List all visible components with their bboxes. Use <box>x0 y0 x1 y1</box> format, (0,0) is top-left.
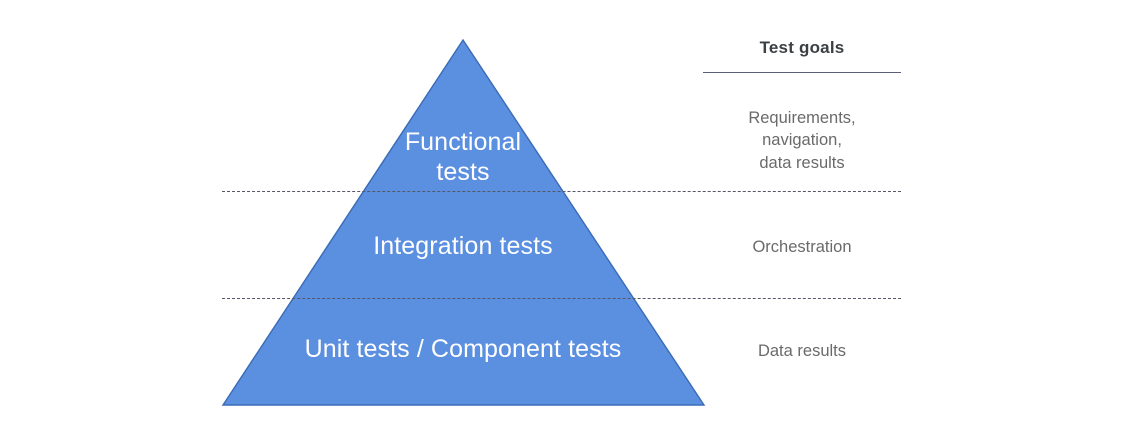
test-goals-rule <box>703 72 901 73</box>
test-goals-column: Test goals <box>703 38 901 73</box>
goal-item-functional: Requirements, navigation, data results <box>748 109 856 172</box>
pyramid-triangle <box>221 38 706 406</box>
tier-divider-upper <box>222 191 901 192</box>
test-goals-title: Test goals <box>759 38 845 57</box>
goal-item-unit: Data results <box>757 342 847 360</box>
goal-item-integration: Orchestration <box>752 238 852 256</box>
tier-divider-lower <box>222 298 901 299</box>
